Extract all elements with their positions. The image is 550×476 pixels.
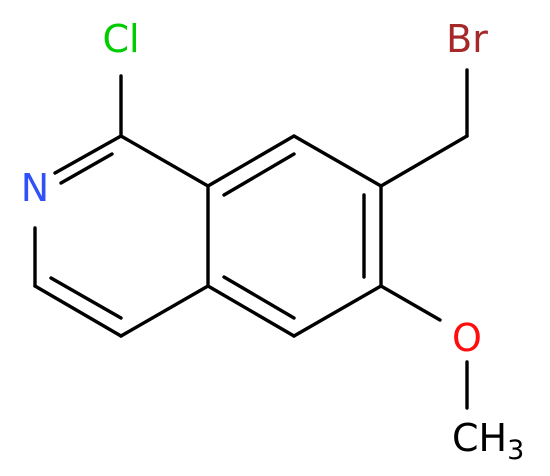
bond-c8-c7 bbox=[292, 134, 383, 188]
atom-label-oxygen: O bbox=[452, 316, 482, 360]
atom-labels: Cl N Br O CH3 bbox=[21, 17, 525, 466]
bond-c7-ch2 bbox=[379, 134, 469, 188]
methyl-text: CH bbox=[452, 416, 507, 460]
bond-c1-n2-inner bbox=[59, 152, 114, 185]
atom-label-methyl: CH3 bbox=[452, 416, 524, 466]
bond-c5-c4a bbox=[206, 284, 296, 338]
atom-label-chlorine: Cl bbox=[102, 17, 139, 61]
bond-c6-o bbox=[379, 284, 442, 322]
atom-label-bromine: Br bbox=[446, 17, 488, 61]
bond-c8a-c8-inner bbox=[222, 152, 296, 197]
bond-c5-c4a-inner bbox=[222, 275, 296, 320]
bond-c3-c4-inner bbox=[49, 276, 123, 320]
bond-c4-c4a bbox=[119, 284, 210, 338]
bond-c1-n2 bbox=[53, 134, 123, 175]
atom-label-nitrogen: N bbox=[21, 166, 49, 210]
bond-c3-c4 bbox=[33, 284, 123, 338]
methyl-subscript: 3 bbox=[507, 435, 524, 466]
bond-c8a-c8 bbox=[206, 134, 296, 188]
bond-c6-c5 bbox=[292, 284, 383, 338]
bond-c8a-c1 bbox=[119, 134, 210, 188]
bonds bbox=[33, 68, 469, 410]
